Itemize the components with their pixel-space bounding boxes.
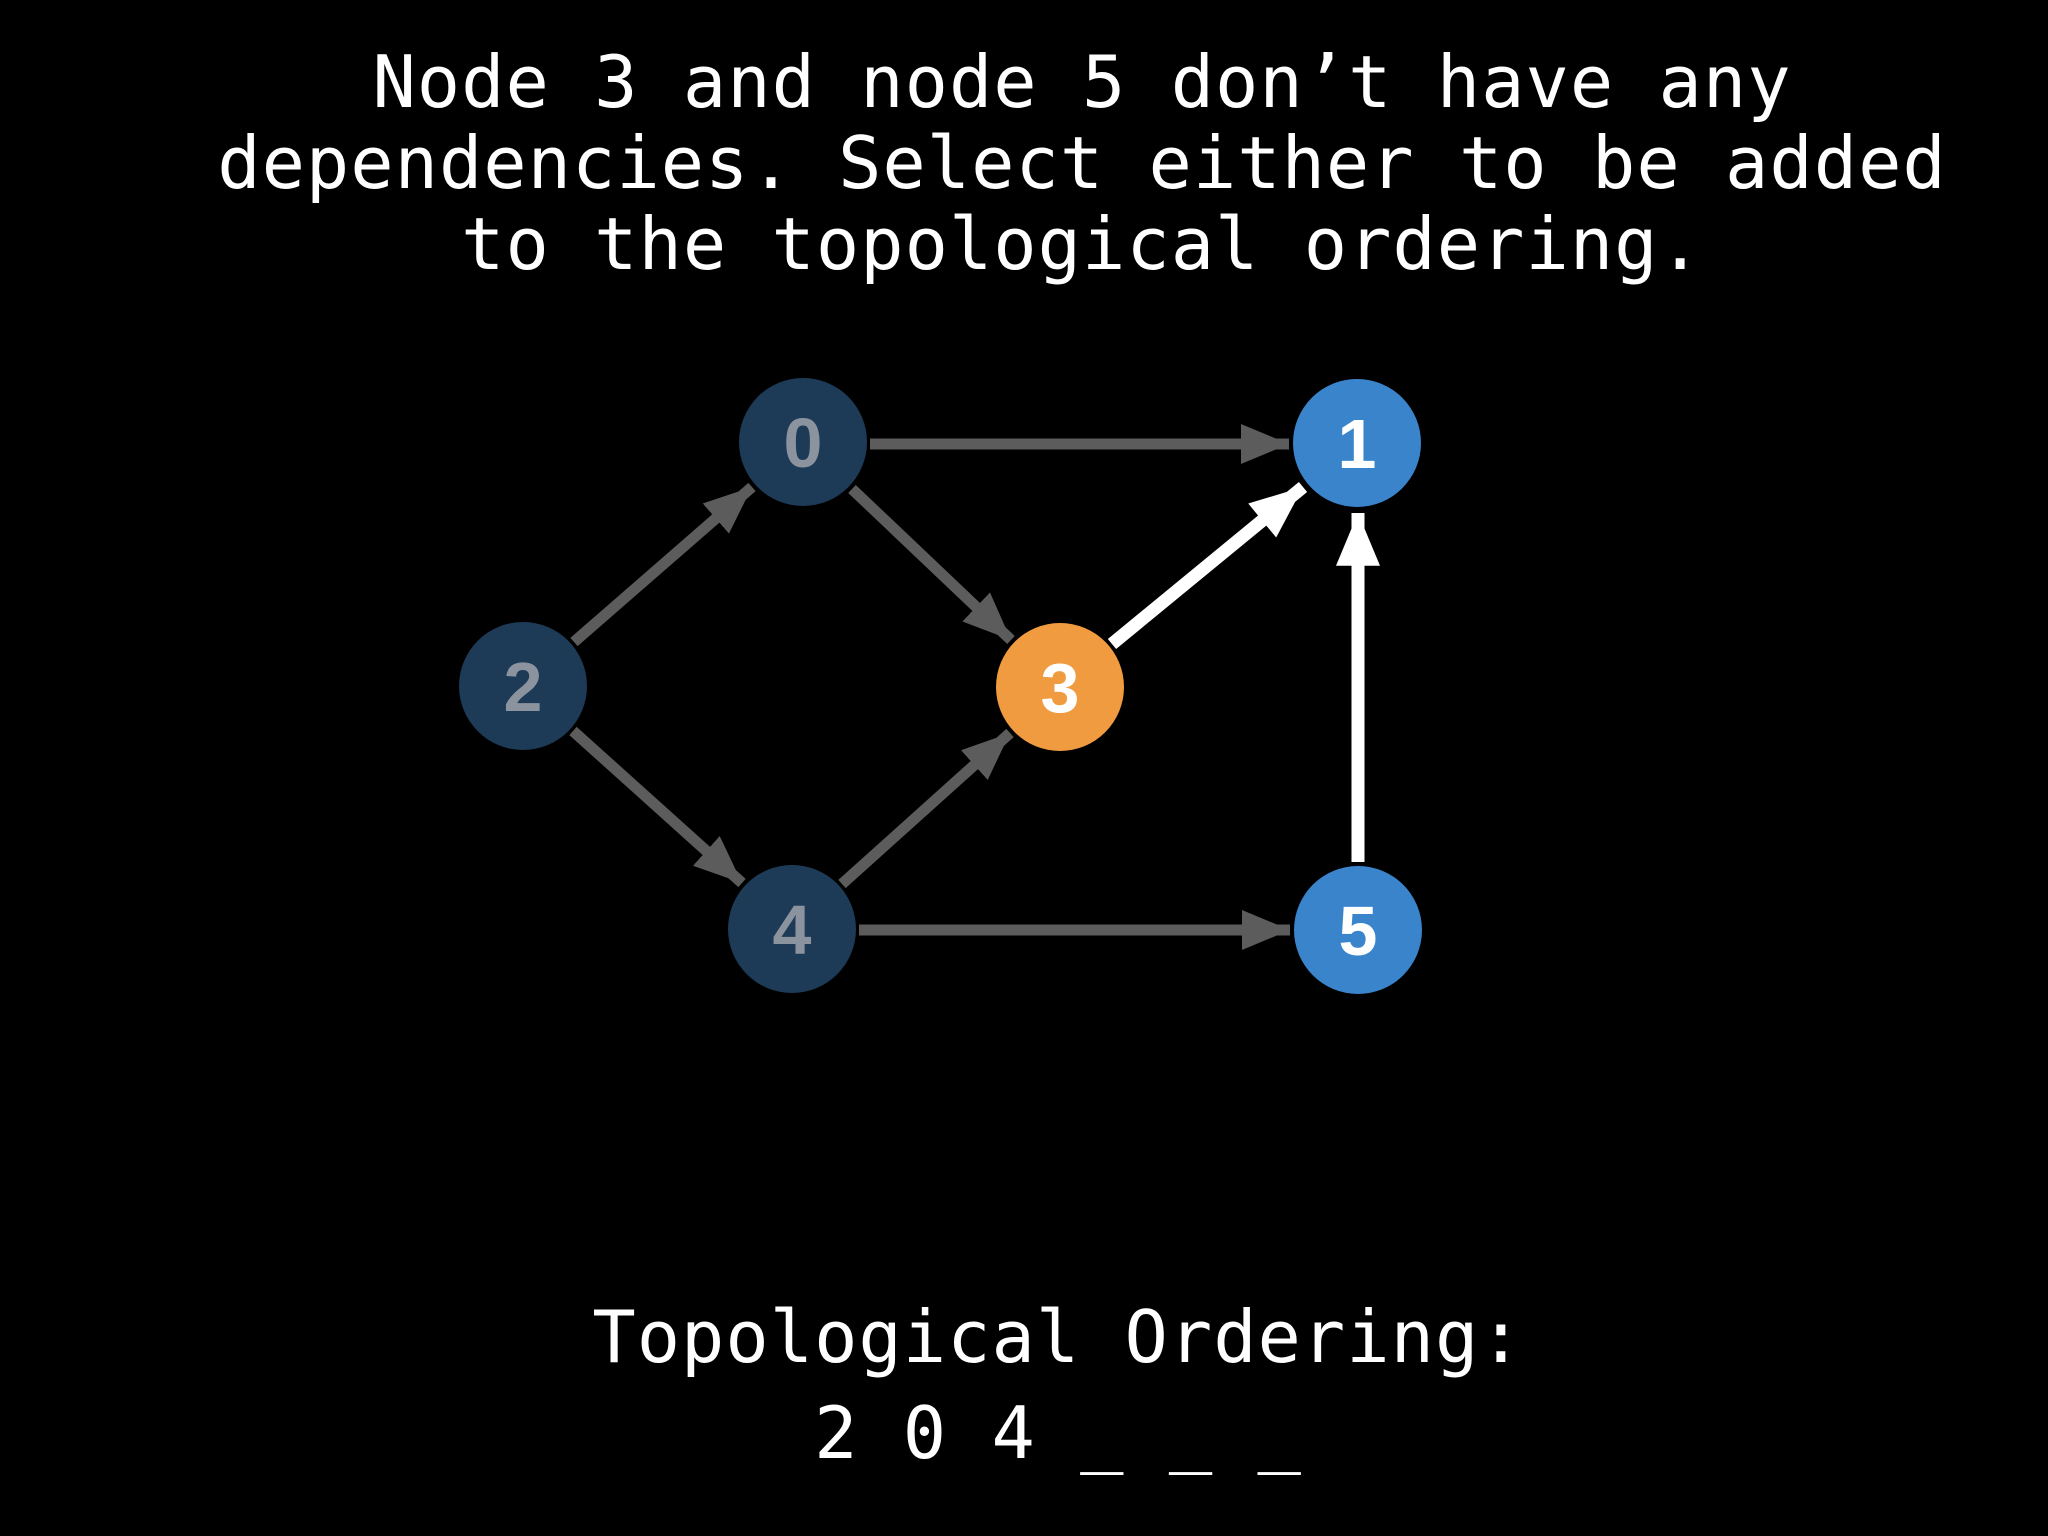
node-0[interactable]: 0 xyxy=(739,378,867,506)
edges-layer xyxy=(569,424,1380,950)
node-1[interactable]: 1 xyxy=(1293,379,1421,507)
edge-2-0 xyxy=(570,482,756,647)
topological-ordering-value: 2 0 4 _ _ _ xyxy=(814,1391,1302,1475)
nodes-layer: 0 1 2 3 4 5 xyxy=(459,378,1422,994)
node-3[interactable]: 3 xyxy=(996,623,1124,751)
edge-0-3 xyxy=(848,485,1015,644)
node-3-circle[interactable] xyxy=(996,623,1124,751)
topological-ordering-label: Topological Ordering: xyxy=(592,1295,1524,1379)
node-4[interactable]: 4 xyxy=(728,865,856,993)
node-5-circle[interactable] xyxy=(1294,866,1422,994)
node-1-circle[interactable] xyxy=(1293,379,1421,507)
node-2[interactable]: 2 xyxy=(459,622,587,750)
edge-3-1-highlighted xyxy=(1107,481,1308,650)
edge-4-3 xyxy=(838,728,1014,889)
node-4-circle[interactable] xyxy=(728,865,856,993)
node-2-circle[interactable] xyxy=(459,622,587,750)
node-5[interactable]: 5 xyxy=(1294,866,1422,994)
edge-2-4 xyxy=(569,726,746,888)
instruction-text: Node 3 and node 5 don’t have any depende… xyxy=(217,40,1947,286)
node-0-circle[interactable] xyxy=(739,378,867,506)
